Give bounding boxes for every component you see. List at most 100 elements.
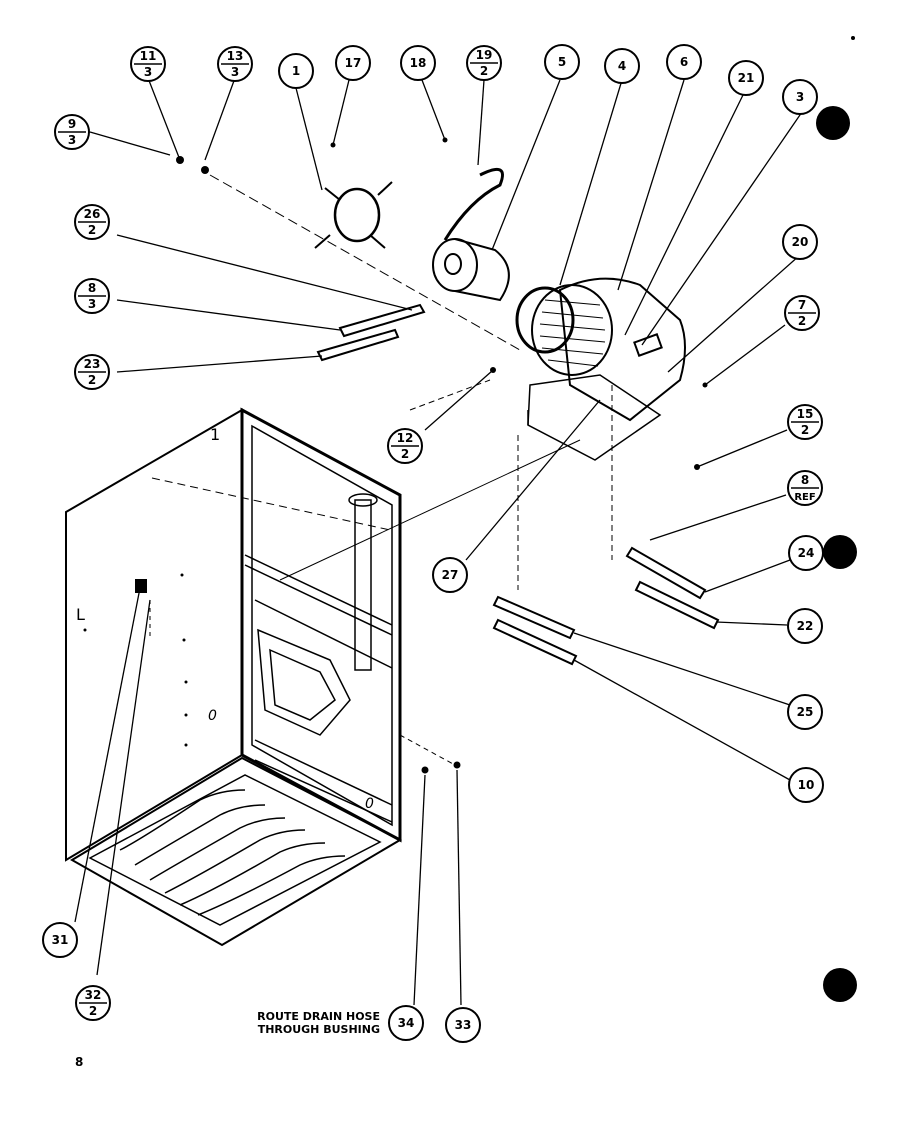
leader-line — [465, 399, 601, 561]
drain-pan-rib — [119, 789, 246, 851]
callout-label: 1 — [292, 64, 300, 78]
panel-mark: 0 — [365, 796, 374, 812]
callout-bottom: 2 — [88, 373, 96, 387]
leader-line — [624, 94, 744, 336]
callout-label: 10 — [798, 778, 815, 792]
leader-line — [617, 79, 685, 291]
callout-circle — [782, 224, 818, 260]
blower-wheel-blades — [539, 299, 606, 367]
fastener — [201, 166, 209, 174]
interior-brace — [254, 739, 393, 806]
callout-23-2: 23 2 — [74, 354, 110, 390]
callout-label: 21 — [738, 71, 755, 85]
speck-mark — [851, 36, 855, 40]
leader-lines — [74, 77, 803, 1006]
leader-line — [704, 559, 791, 593]
callout-circle — [445, 1007, 481, 1043]
callout-bottom: REF — [794, 492, 815, 503]
rail-22 — [634, 580, 720, 630]
capacitor — [633, 333, 663, 357]
callout-8-ref: 8 REF — [787, 470, 823, 506]
motor-mount-ring — [333, 187, 381, 243]
leader-line — [89, 131, 171, 156]
rails-and-brackets — [316, 303, 720, 666]
callout-24: 24 — [788, 535, 824, 571]
drain-pipe — [354, 499, 372, 671]
callout-label: 6 — [680, 55, 688, 69]
callout-label: 3 — [796, 90, 804, 104]
leader-line — [456, 769, 462, 1006]
callout-7-2: 7 2 — [784, 295, 820, 331]
leader-line — [204, 77, 236, 161]
blade — [539, 323, 606, 331]
blade — [541, 311, 604, 319]
drain-hose-note-line2: THROUGH BUSHING — [258, 1023, 380, 1036]
callout-3: 3 — [782, 79, 818, 115]
callout-8-3: 8 3 — [74, 278, 110, 314]
callout-25: 25 — [787, 694, 823, 730]
callout-19-2: 19 2 — [466, 45, 502, 81]
callout-top: 19 — [476, 48, 493, 62]
leader-line — [116, 355, 323, 373]
callout-label: 17 — [345, 56, 362, 70]
interior-brace — [254, 599, 393, 669]
rail-24 — [625, 546, 707, 600]
callout-label: 27 — [442, 568, 459, 582]
blade — [541, 347, 604, 355]
drain-pan-rib — [197, 855, 346, 916]
callout-18: 18 — [400, 45, 436, 81]
callout-circle — [782, 79, 818, 115]
leader-line — [421, 79, 446, 141]
side-bracket — [135, 579, 147, 593]
callout-10: 10 — [788, 767, 824, 803]
panel-hole — [184, 680, 188, 684]
leader-line — [573, 659, 791, 781]
callout-26-2: 26 2 — [74, 204, 110, 240]
callout-circle — [788, 767, 824, 803]
callout-bottom: 3 — [68, 133, 76, 147]
coil-detail — [269, 648, 336, 721]
blower-motor-body — [454, 238, 510, 302]
callout-circle — [432, 557, 468, 593]
drain-pan-rib — [164, 829, 306, 894]
panel-mark: L — [76, 605, 85, 624]
registration-dot-bottom — [823, 968, 857, 1002]
leader-line — [424, 370, 493, 431]
blower-mount-base — [527, 374, 662, 461]
leader-line — [96, 599, 151, 976]
callout-circle — [335, 45, 371, 81]
drain-pipe-top — [348, 493, 378, 507]
leader-line — [74, 587, 141, 923]
callout-33: 33 — [445, 1007, 481, 1043]
callout-balloons: 11 3 13 3 9 3 1 17 18 — [42, 44, 824, 1043]
drain-hose-note-line1: ROUTE DRAIN HOSE — [257, 1010, 380, 1023]
panel-holes — [83, 573, 188, 747]
callout-27: 27 — [432, 557, 468, 593]
callout-bottom: 2 — [89, 1004, 97, 1018]
leader-line — [491, 79, 561, 251]
callout-bottom: 3 — [231, 65, 239, 79]
callout-top: 8 — [801, 473, 809, 487]
callout-circle — [787, 608, 823, 644]
callout-label: 20 — [792, 235, 809, 249]
callout-20: 20 — [782, 224, 818, 260]
callout-12-2: 12 2 — [387, 428, 423, 464]
cabinet-left-panel — [65, 408, 243, 862]
callout-circle — [42, 922, 78, 958]
panel-hole — [182, 638, 186, 642]
callout-label: 34 — [398, 1016, 415, 1030]
callout-circle — [604, 48, 640, 84]
callout-top: 7 — [798, 298, 806, 312]
registration-dot-middle — [823, 535, 857, 569]
callout-label: 22 — [797, 619, 814, 633]
leader-line — [573, 632, 791, 706]
callout-17: 17 — [335, 45, 371, 81]
leader-line — [704, 324, 786, 386]
callout-label: 24 — [798, 546, 815, 560]
rail-10 — [492, 618, 578, 666]
callout-top: 12 — [397, 431, 414, 445]
callout-circle — [278, 53, 314, 89]
drain-pan-rib — [134, 804, 266, 866]
callout-bottom: 2 — [480, 64, 488, 78]
callout-22: 22 — [787, 608, 823, 644]
